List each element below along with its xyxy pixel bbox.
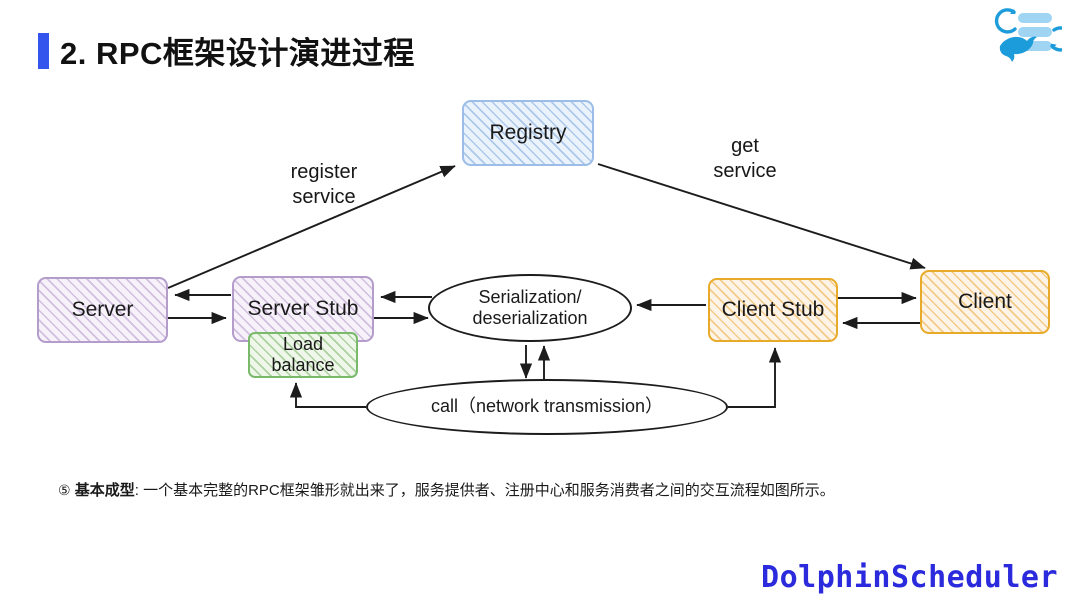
node-network-call[interactable]: call（network transmission） (366, 379, 728, 435)
node-server-stub-label: Server Stub (247, 296, 359, 320)
caption: ⑤ 基本成型: 一个基本完整的RPC框架雏形就出来了，服务提供者、注册中心和服务… (58, 479, 835, 500)
node-load-balance[interactable]: Load balance (248, 332, 358, 378)
page-title: 2. RPC框架设计演进过程 (60, 36, 415, 71)
node-client-label: Client (958, 289, 1012, 313)
edge-label-register-service: register service (290, 161, 358, 208)
node-serialization-label: Serialization/ deserialization (472, 286, 588, 328)
title-accent-bar (38, 33, 49, 69)
caption-body-text: : 一个基本完整的RPC框架雏形就出来了，服务提供者、注册中心和服务消费者之间的… (134, 482, 835, 499)
node-load-balance-label: Load balance (271, 334, 335, 375)
node-registry[interactable]: Registry (462, 100, 594, 166)
node-network-call-label: call（network transmission） (430, 396, 664, 417)
edge-label-get-service: get service (713, 135, 777, 182)
footer-wordmark: DolphinScheduler (761, 560, 1058, 595)
node-client-stub-label: Client Stub (721, 297, 825, 321)
node-server[interactable]: Server (37, 277, 168, 343)
node-client[interactable]: Client (920, 270, 1050, 334)
node-server-label: Server (71, 297, 134, 321)
node-registry-label: Registry (489, 120, 567, 144)
node-serialization[interactable]: Serialization/ deserialization (428, 274, 632, 342)
node-server-stub[interactable]: Server Stub (232, 276, 374, 342)
caption-bold-text: 基本成型 (74, 482, 135, 499)
caption-marker: ⑤ (58, 482, 71, 498)
node-client-stub[interactable]: Client Stub (708, 278, 838, 342)
